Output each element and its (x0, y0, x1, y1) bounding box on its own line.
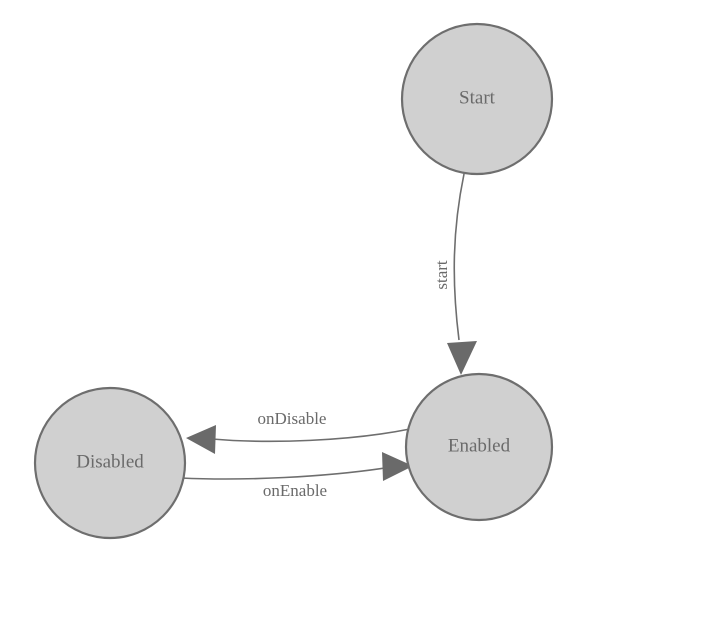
edge-disabled-to-enabled-label: onEnable (263, 481, 327, 500)
edge-disabled-to-enabled-arrowhead (382, 452, 413, 481)
node-enabled-label: Enabled (448, 435, 511, 456)
node-start-circle (400, 22, 554, 176)
edge-enabled-to-disabled-path (211, 428, 411, 443)
edge-disabled-to-enabled[interactable]: onEnable (180, 452, 413, 500)
edge-start-to-enabled-path (453, 173, 465, 341)
edge-enabled-to-disabled-arrowhead (186, 425, 216, 454)
node-enabled-circle (404, 372, 554, 522)
edge-start-to-enabled-label: start (432, 260, 451, 290)
node-start[interactable]: Start (400, 22, 554, 176)
node-disabled[interactable]: Disabled (33, 386, 187, 540)
node-disabled-label: Disabled (76, 451, 144, 472)
edge-enabled-to-disabled-label: onDisable (258, 409, 327, 428)
edge-start-to-enabled-arrowhead (447, 341, 477, 375)
edge-start-to-enabled[interactable]: start (432, 173, 477, 375)
node-start-label: Start (459, 87, 496, 108)
node-enabled[interactable]: Enabled (404, 372, 554, 522)
node-disabled-circle (33, 386, 187, 540)
edge-disabled-to-enabled-path (180, 467, 386, 480)
edge-enabled-to-disabled[interactable]: onDisable (186, 409, 411, 454)
